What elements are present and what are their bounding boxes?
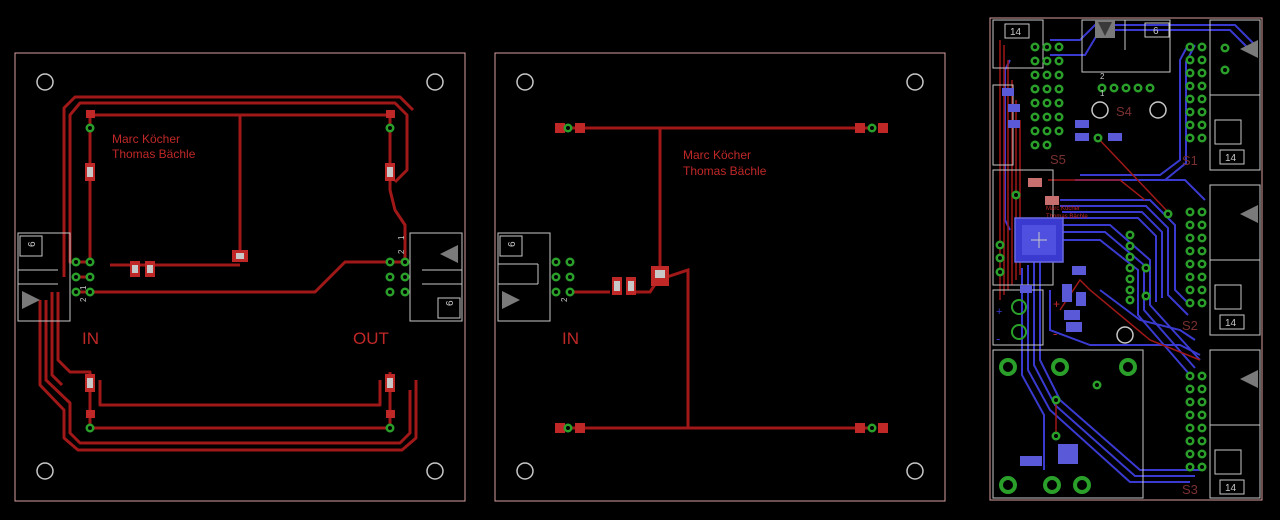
connector-right-label: 6 xyxy=(445,300,456,306)
board-2-connector xyxy=(497,232,551,322)
mounting-hole xyxy=(516,462,534,480)
switch-s3-label: S3 xyxy=(1182,482,1198,497)
in-label: IN xyxy=(82,329,99,348)
board-3-holes xyxy=(999,101,1167,494)
author-1-label: Marc Köcher xyxy=(683,148,751,162)
board-3-smd-components xyxy=(1002,88,1122,466)
connector-label: 6 xyxy=(507,241,518,247)
author-2-label: Thomas Bächle xyxy=(112,147,196,161)
connector-left-label: 6 xyxy=(27,241,38,247)
switch-s4-label: S4 xyxy=(1116,104,1132,119)
pin-1-label: 1 xyxy=(79,285,88,290)
board-3-connector-arrows xyxy=(1098,22,1258,388)
mounting-hole xyxy=(906,462,924,480)
connector-14-label: 14 xyxy=(1225,483,1237,494)
plus-label: + xyxy=(996,306,1002,318)
board-2-components xyxy=(555,123,888,433)
connector-14-label: 14 xyxy=(1225,318,1237,329)
mounting-hole xyxy=(36,73,54,91)
board-1-connector-right xyxy=(409,232,463,322)
board-3-outline xyxy=(989,17,1263,501)
pin-1-label: 1 xyxy=(397,235,406,240)
pin-2-label: 2 xyxy=(560,297,569,302)
pin-2-label: 2 xyxy=(1100,72,1105,81)
connector-6-label: 6 xyxy=(1153,26,1159,37)
in-label: IN xyxy=(562,329,579,348)
board-3-top-traces xyxy=(999,40,1201,440)
mounting-hole xyxy=(426,462,444,480)
board-1-outline xyxy=(14,52,466,502)
author-1-label: Marc Köcher xyxy=(112,132,180,146)
switch-s2-label: S2 xyxy=(1182,318,1198,333)
board-2-outline xyxy=(494,52,946,502)
connector-14-label: 14 xyxy=(1010,27,1022,38)
pin-2-label: 2 xyxy=(397,249,406,254)
plus-label-red: + xyxy=(1053,297,1060,311)
mounting-hole xyxy=(426,73,444,91)
microcontroller-chip xyxy=(1014,217,1064,263)
pin-1-label: 1 xyxy=(1100,89,1105,98)
board-1-connector-left xyxy=(17,232,71,322)
board-2: 6 Marc Köcher Thomas Bächle IN xyxy=(494,52,946,502)
board-1-traces xyxy=(38,95,418,452)
author-1-label: Marc Köcher xyxy=(1046,206,1080,212)
switch-s1-label: S1 xyxy=(1182,153,1198,168)
switch-s5-label: S5 xyxy=(1050,152,1066,167)
minus-label: - xyxy=(996,331,1000,346)
minus-label-red: - xyxy=(1053,326,1057,341)
connector-14-label: 14 xyxy=(1225,153,1237,164)
author-2-label: Thomas Bächle xyxy=(1046,214,1088,220)
board-1: 6 6 Marc Köcher Thomas Bächle IN OUT xyxy=(14,52,466,502)
pin-number-labels: 2 1 2 1 2 xyxy=(79,235,569,302)
mounting-hole xyxy=(906,73,924,91)
author-2-label: Thomas Bächle xyxy=(683,164,767,178)
board-3: 14 6 14 14 14 S1 S2 S3 S4 S5 Marc Köcher… xyxy=(989,17,1263,501)
out-label: OUT xyxy=(353,329,389,348)
pin-2-label: 2 xyxy=(79,297,88,302)
board-1-components xyxy=(85,110,395,418)
mounting-hole xyxy=(516,73,534,91)
board-3-connector-labels: 14 6 14 14 14 xyxy=(1004,22,1245,495)
mounting-hole xyxy=(36,462,54,480)
